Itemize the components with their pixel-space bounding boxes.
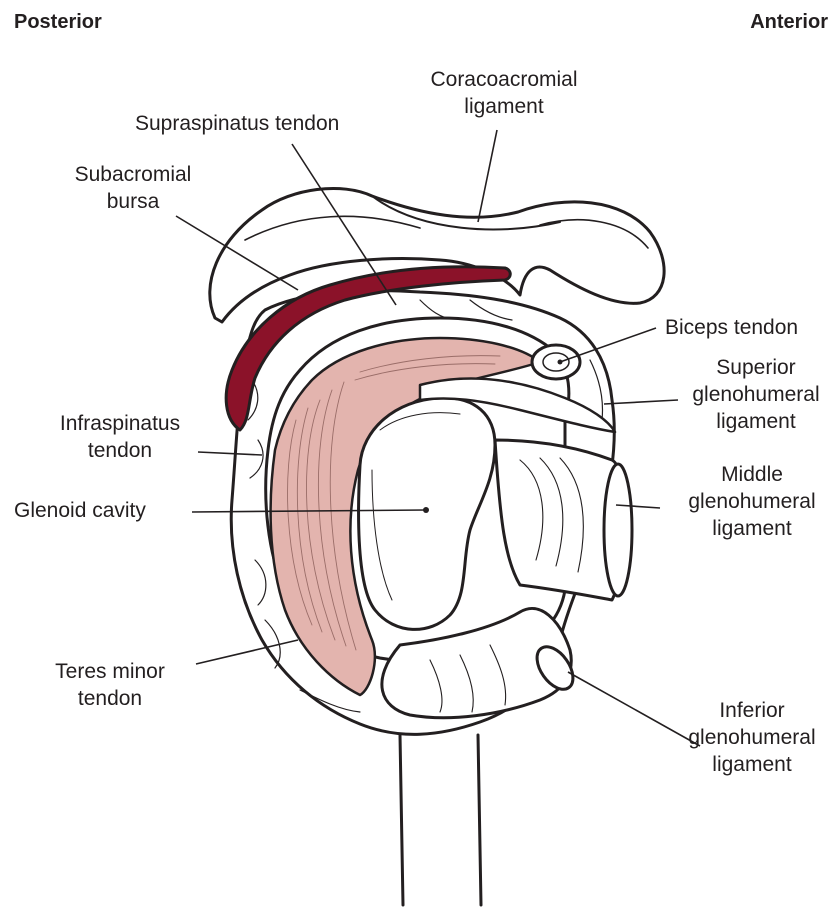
anterior-heading: Anterior: [750, 9, 828, 36]
leader-coracoacromial-ligament: [478, 130, 497, 222]
label-biceps-tendon: Biceps tendon: [665, 314, 798, 341]
label-supraspinatus-tendon: Supraspinatus tendon: [135, 110, 339, 137]
posterior-heading: Posterior: [14, 9, 102, 36]
leader-superior-gh-ligament: [604, 400, 678, 404]
humerus-shaft: [400, 735, 481, 905]
label-glenoid-cavity: Glenoid cavity: [14, 497, 146, 524]
